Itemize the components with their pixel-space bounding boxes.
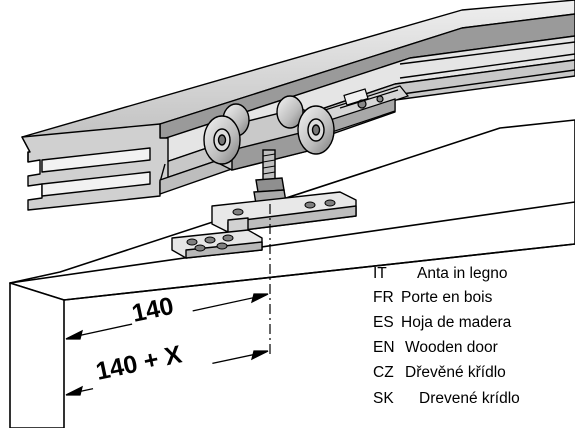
svg-text:FR: FR (373, 289, 394, 306)
svg-text:Dřevěné křídlo: Dřevěné křídlo (405, 364, 506, 381)
svg-text:IT: IT (373, 265, 387, 282)
language-legend: IT Anta in legno FR Porte en bois ES Hoj… (373, 265, 520, 407)
svg-text:Hoja de madera: Hoja de madera (401, 314, 512, 331)
svg-text:Wooden door: Wooden door (405, 339, 498, 356)
legend-row-cz: CZ Dřevěné křídlo (373, 364, 506, 381)
svg-text:Drevené krídlo: Drevené krídlo (419, 390, 520, 407)
legend-row-es: ES Hoja de madera (373, 314, 512, 331)
svg-text:EN: EN (373, 339, 395, 356)
legend-row-en: EN Wooden door (373, 339, 498, 356)
legend-row-sk: SK Drevené krídlo (373, 390, 520, 407)
svg-text:ES: ES (373, 314, 394, 331)
roller-carriage (203, 95, 335, 205)
door-front-face (9, 282, 65, 429)
roller-wheel-back-right (276, 95, 304, 129)
legend-row-it: IT Anta in legno (373, 265, 508, 282)
svg-text:Porte en bois: Porte en bois (401, 289, 493, 306)
svg-text:SK: SK (373, 390, 394, 407)
mounting-plate (171, 191, 357, 259)
svg-text:CZ: CZ (373, 364, 394, 381)
legend-row-fr: FR Porte en bois (373, 289, 493, 306)
svg-text:Anta in legno: Anta in legno (417, 265, 508, 282)
roller-wheel-front-right (297, 105, 335, 155)
roller-wheel-front-left (203, 115, 241, 165)
